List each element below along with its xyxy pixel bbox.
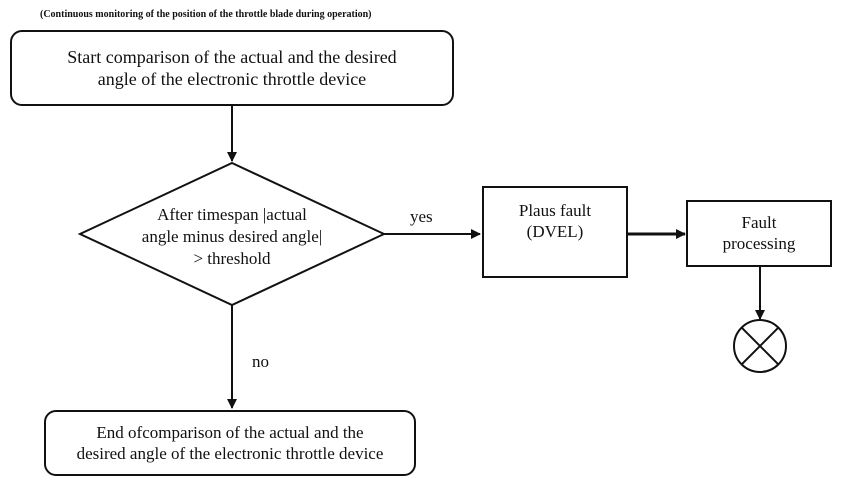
end-box-line-1: End ofcomparison of the actual and the — [96, 422, 364, 442]
yes-label: yes — [410, 207, 433, 226]
end-comparison-box: End ofcomparison of the actual and the d… — [44, 410, 416, 476]
start-box-line-2: angle of the electronic throttle device — [97, 69, 367, 89]
plaus-box-line-1: Plaus fault — [518, 201, 592, 220]
decision-line-2: angle minus desired angle| — [141, 226, 323, 246]
decision-line-3: > threshold — [193, 248, 271, 268]
fault-processing-box: Fault processing — [686, 200, 832, 267]
decision-line-1: After timespan |actual — [157, 205, 307, 224]
fault-box-line-1: Fault — [741, 213, 777, 232]
diagram-caption: (Continuous monitoring of the position o… — [40, 9, 372, 20]
no-label: no — [252, 352, 269, 371]
decision-text: After timespan |actual angle minus desir… — [96, 204, 368, 269]
plaus-box-line-2: (DVEL) — [526, 222, 584, 242]
start-comparison-box: Start comparison of the actual and the d… — [10, 30, 454, 106]
fault-box-line-2: processing — [722, 234, 796, 254]
circled-x-icon — [733, 319, 787, 373]
plaus-fault-box: Plaus fault (DVEL) — [482, 186, 628, 278]
start-box-line-1: Start comparison of the actual and the d… — [67, 46, 397, 67]
end-box-line-2: desired angle of the electronic throttle… — [76, 444, 384, 463]
